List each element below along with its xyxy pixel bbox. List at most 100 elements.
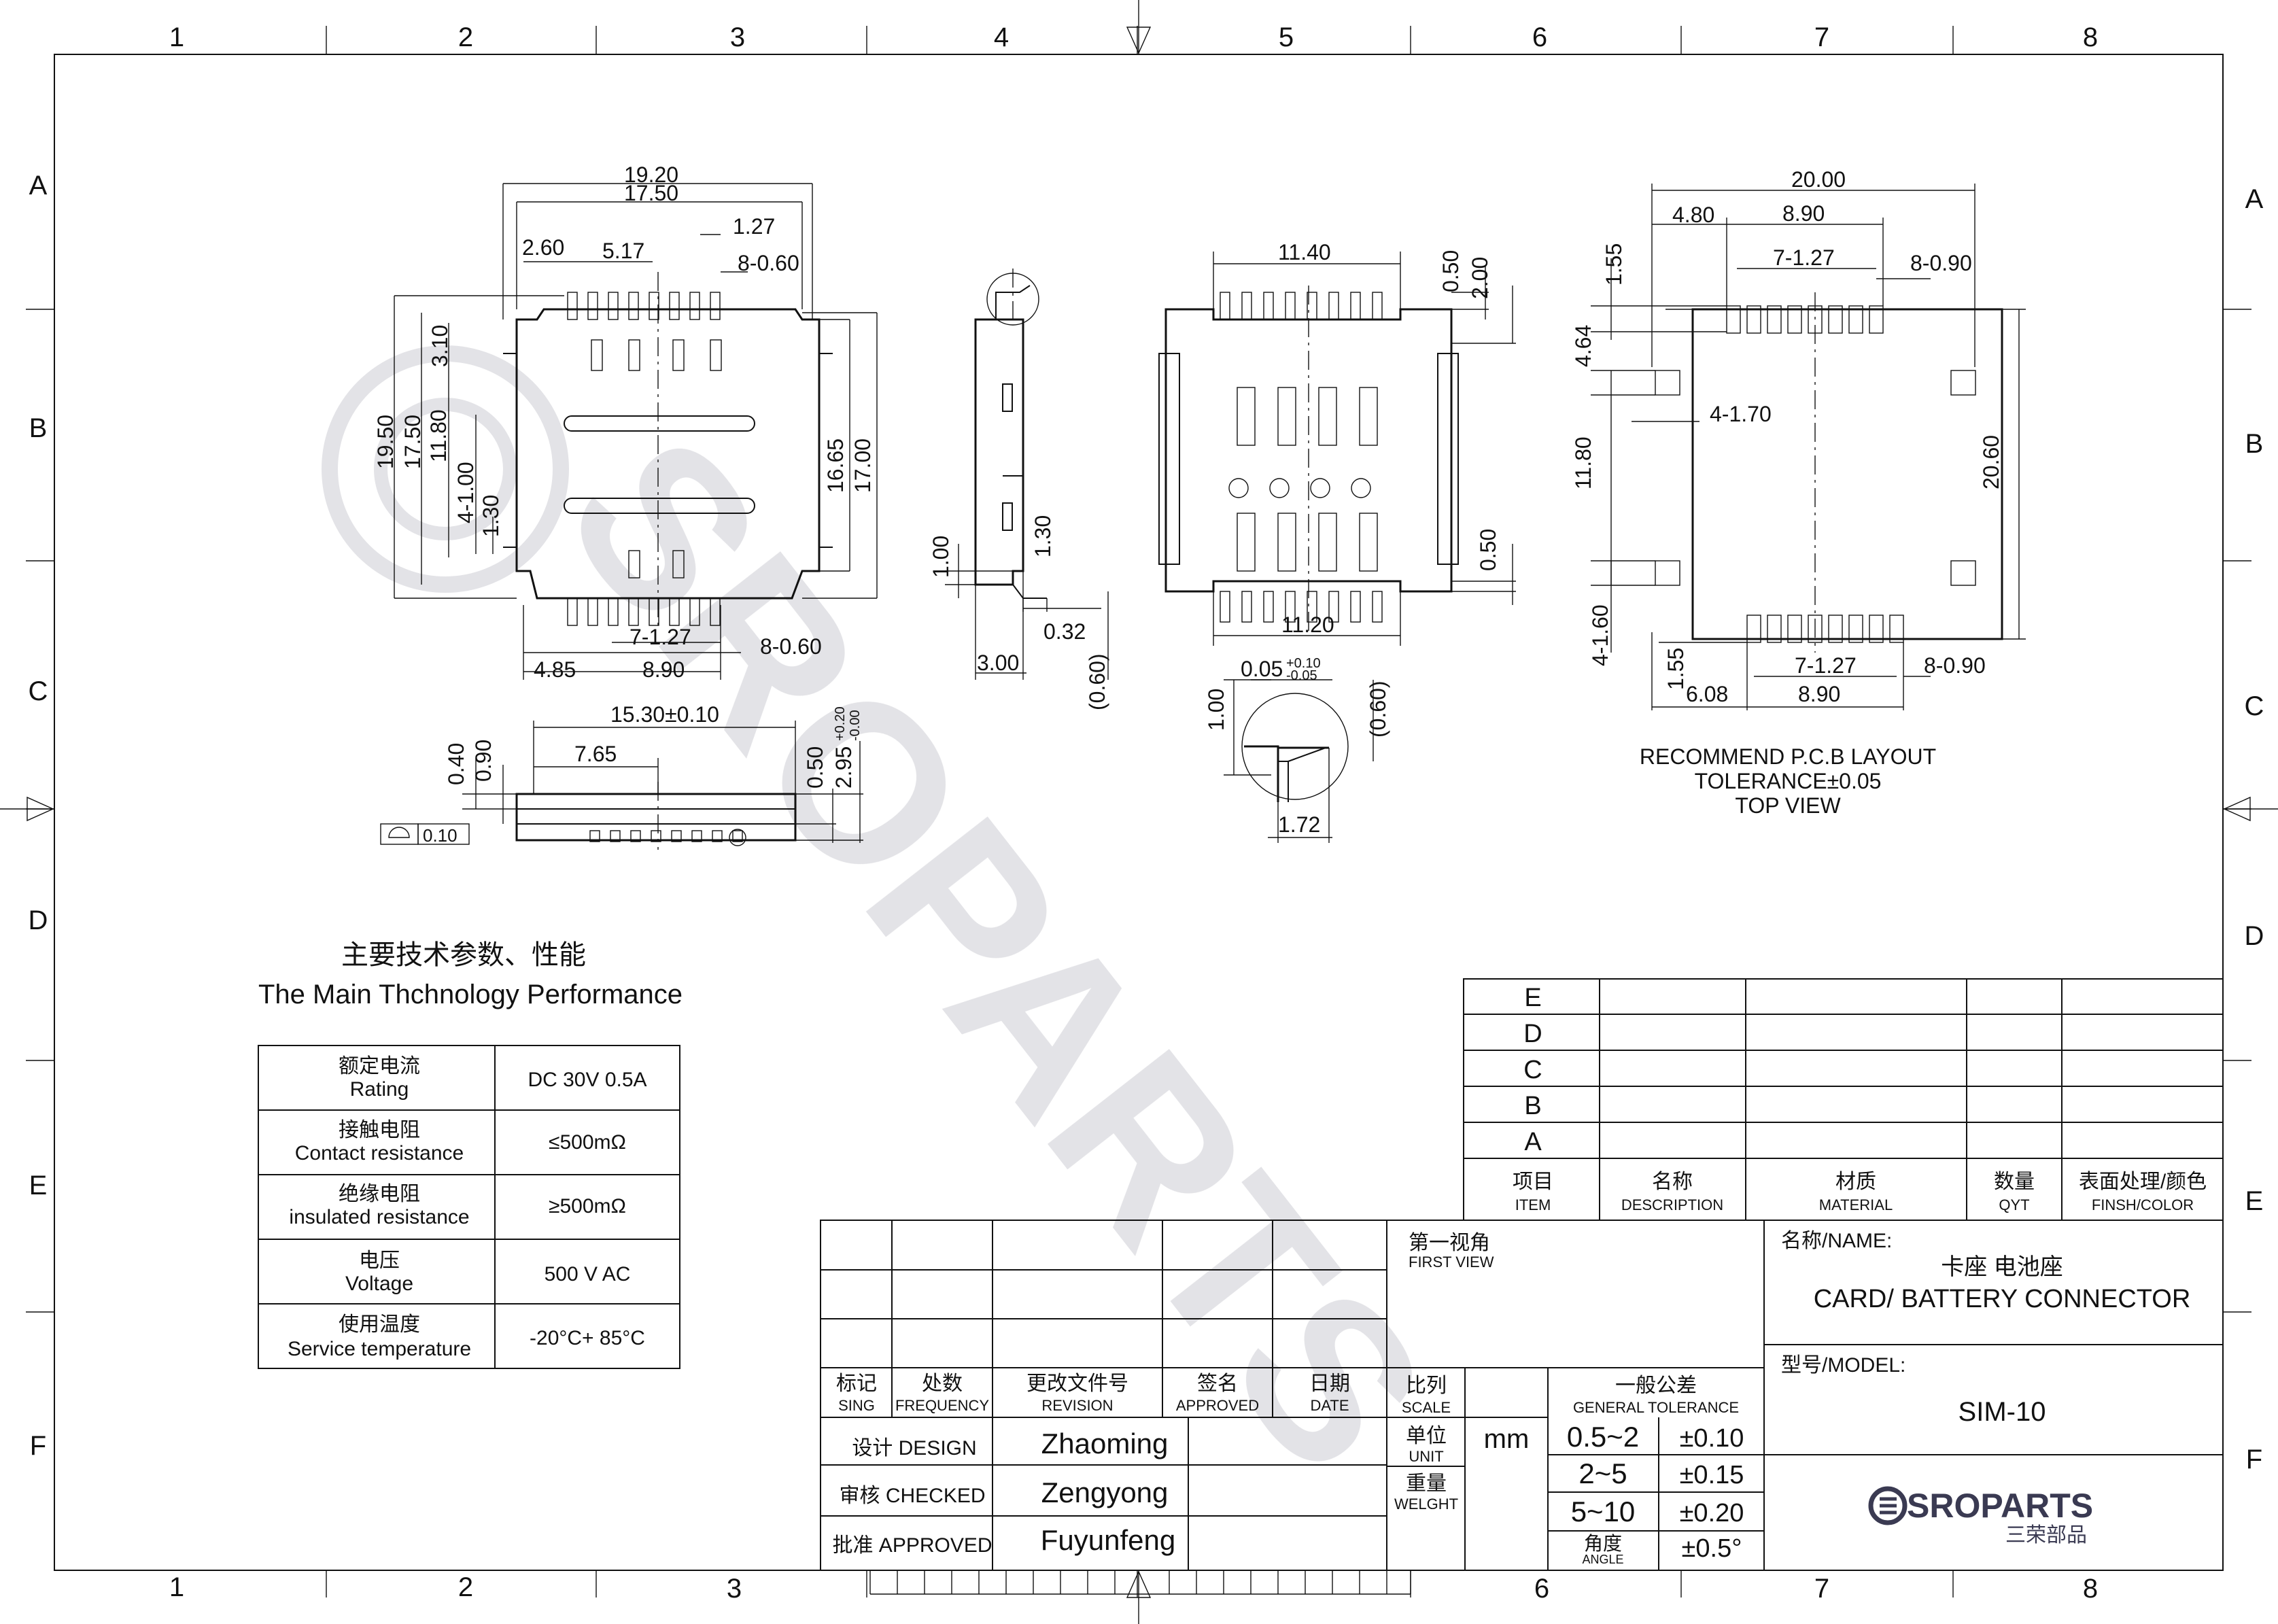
dim-label: 0.50 [803,746,827,789]
bom-item-letter: B [1524,1092,1541,1120]
dim-label: 1.27 [733,214,775,239]
row-label-right: A [2245,184,2264,214]
bom-header-cn: 名称 [1652,1171,1693,1193]
bom-header-en: MATERIAL [1819,1196,1893,1213]
spec-param-cn: 额定电流 [339,1055,420,1077]
scale-cn: 比列 [1406,1375,1447,1397]
first-view-en: FIRST VIEW [1409,1254,1494,1271]
bom-header-en: ITEM [1515,1196,1551,1213]
bom-table: E D C B A 项目 ITEM 名称 DESCRIPTION 材质 MATE… [1463,978,2224,1221]
col-label-top: 3 [730,22,745,52]
bom-item-letter: E [1524,984,1541,1012]
spec-param-en: Voltage [345,1273,413,1295]
dim-label: 4.64 [1571,325,1595,367]
col-label-top: 4 [994,22,1009,52]
col-label-bottom: 7 [1814,1574,1829,1604]
revision-header-en: FREQUENCY [895,1397,989,1414]
bom-item-letter: D [1523,1020,1542,1048]
dim-label: 1.72 [1278,812,1320,837]
spec-param-cn: 绝缘电阻 [339,1183,420,1205]
grid-labels: 1 2 3 4 5 6 7 8 1 2 3 6 7 8 A B C D E F … [29,22,2264,1604]
dim-label: 17.00 [850,438,875,493]
dim-label: (0.60) [1085,653,1109,710]
revision-header-en: SING [838,1397,875,1414]
dim-label: 15.30±0.10 [610,702,719,727]
tolerance-range: 2~5 [1578,1457,1627,1489]
dim-label: 2.95 [831,746,856,789]
spec-title-en: The Main Thchnology Performance [258,980,683,1009]
tolerance-label: +0.10 [1286,656,1321,671]
bom-header-cn: 表面处理/颜色 [2079,1171,2207,1193]
dim-label: 1.30 [479,495,503,537]
side-view: 1.00 1.30 0.32 3.00 (0.60) [929,269,1109,710]
pcb-layout: 20.00 4.80 8.90 7-1.27 8-0.90 1.55 4.64 … [1571,167,2026,818]
dim-label: 0.05 [1241,657,1283,681]
angle-en: ANGLE [1582,1553,1623,1566]
tolerance-label: -0.05 [1286,668,1317,683]
row-label-left: D [29,905,48,935]
dim-label: 1.55 [1663,648,1688,690]
model-value: SIM-10 [1958,1397,2046,1427]
revision-header-cn: 更改文件号 [1026,1372,1128,1395]
col-label-bottom: 2 [458,1572,473,1602]
row-label-left: A [29,171,48,201]
dim-label: 8.90 [1782,201,1825,226]
dim-label: 19.50 [373,415,398,469]
bom-item-letter: A [1524,1128,1542,1156]
approved-label: 批准 APPROVED [832,1534,992,1557]
dim-label: 1.00 [1204,689,1228,731]
bom-header-en: QYT [1999,1196,2029,1213]
bom-header-cn: 项目 [1513,1171,1553,1193]
weight-cn: 重量 [1406,1472,1447,1495]
dim-label: 8.90 [642,657,685,682]
spec-param-cn: 电压 [359,1249,400,1272]
pcb-caption: RECOMMEND P.C.B LAYOUT [1640,744,1936,769]
product-name-en: CARD/ BATTERY CONNECTOR [1814,1285,2191,1313]
dim-label: 4-1.00 [453,462,478,523]
row-label-right: F [2246,1445,2262,1474]
row-label-right: B [2245,429,2264,459]
dim-label: 17.50 [624,181,678,205]
scale-en: SCALE [1402,1399,1451,1416]
dim-label: 11.80 [1571,436,1595,489]
spec-value: DC 30V 0.5A [528,1069,646,1091]
dim-label: 20.00 [1791,167,1846,192]
tolerance-range: 0.5~2 [1567,1421,1639,1453]
bom-header-en: DESCRIPTION [1621,1196,1723,1213]
spec-value: ≤500mΩ [549,1131,626,1154]
design-name: Zhaoming [1041,1428,1169,1459]
dim-label: 0.32 [1043,619,1086,644]
col-label-bottom: 3 [727,1574,742,1604]
spec-value: ≥500mΩ [549,1195,626,1217]
spec-param-cn: 接触电阻 [339,1119,420,1141]
revision-header-cn: 日期 [1309,1372,1350,1395]
tolerance-en: GENERAL TOLERANCE [1573,1399,1739,1416]
col-label-top: 7 [1814,22,1829,52]
dim-label: 11.20 [1281,612,1334,637]
front-view: 15.30±0.10 7.65 0.40 0.90 0.50 2.95 +0.2… [380,702,863,850]
product-name-cn: 卡座 电池座 [1941,1254,2063,1280]
spec-param-en: insulated resistance [289,1206,469,1228]
dim-label: 16.65 [823,438,848,493]
dim-label: 0.40 [444,743,468,785]
dim-label: 0.50 [1438,250,1463,292]
dim-label: 11.40 [1278,240,1331,264]
watermark-text: SROPARTS [520,392,1475,1515]
tolerance-cn: 一般公差 [1615,1375,1697,1397]
dim-label: 6.08 [1686,682,1728,706]
spec-param-en: Contact resistance [295,1142,464,1164]
first-view-cn: 第一视角 [1409,1232,1490,1254]
dim-label: 3.10 [428,325,452,367]
dim-label: 1.55 [1602,243,1626,286]
row-label-right: C [2245,691,2264,721]
col-label-top: 8 [2083,22,2098,52]
name-label: 名称/NAME: [1781,1230,1892,1252]
dim-label: 1.00 [929,536,953,578]
tolerance-label: +0.20 [833,706,848,741]
dim-label: 7-1.27 [629,625,691,649]
row-label-left: B [29,413,48,443]
flatness-value: 0.10 [423,825,458,846]
dim-label: 17.50 [400,415,425,469]
pcb-caption: TOP VIEW [1735,793,1841,818]
